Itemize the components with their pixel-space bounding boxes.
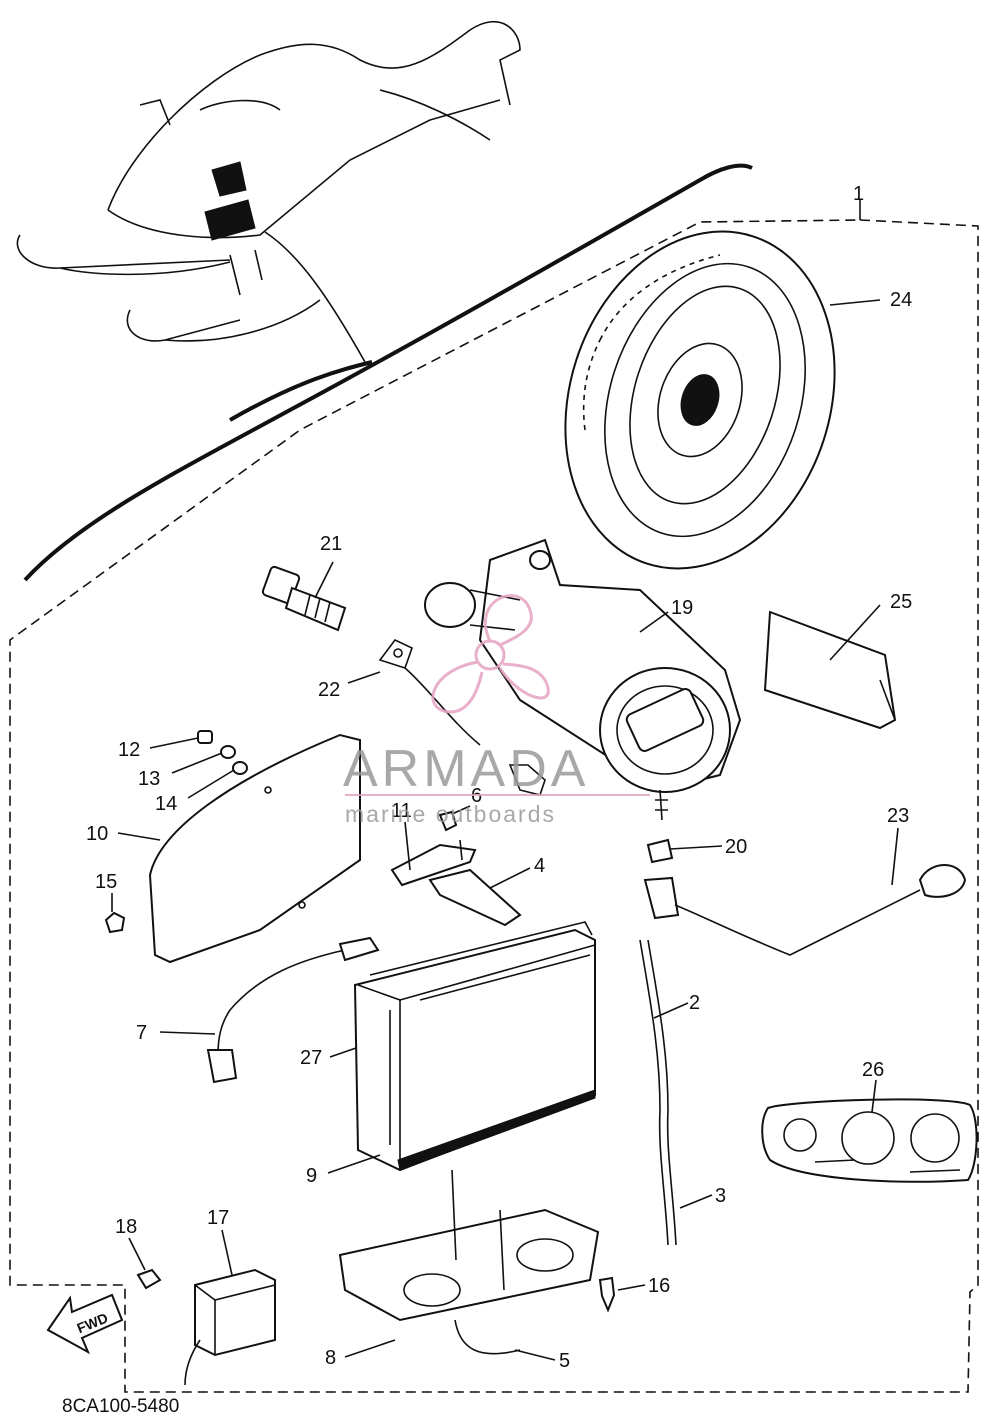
callout-13: 13 [138,768,160,790]
callout-24: 24 [890,289,912,311]
callout-11: 11 [391,800,412,822]
bolt-16 [598,1276,616,1313]
nut-15 [104,911,126,934]
snowmobile-outline [16,20,521,363]
callout-19: 19 [671,597,693,619]
trim-plate-26 [761,1098,978,1183]
callout-25: 25 [890,591,912,613]
callout-26: 26 [862,1059,884,1081]
callout-17: 17 [207,1207,229,1229]
callout-12: 12 [118,739,140,761]
watermark-tagline: marine outboards [345,801,556,827]
callout-3: 3 [715,1185,726,1207]
callout-8: 8 [325,1347,336,1369]
starter-motor [424,538,742,821]
callout-1: 1 [853,183,864,205]
watermark: ARMADA marine outboards [343,594,650,827]
callout-10: 10 [86,823,108,845]
screw-18 [136,1268,162,1290]
callout-7: 7 [136,1022,147,1044]
bolt-21 [261,565,347,632]
lead-22 [378,638,546,796]
assembly-boundary [9,219,979,1393]
callout-22: 22 [318,679,340,701]
drawing-code: 8CA100-5480 [62,1396,179,1415]
relay-17 [184,1268,276,1386]
callout-labels: 1 2 3 4 5 6 7 8 9 10 11 12 13 14 15 16 1… [86,183,912,1372]
cable-7 [206,936,380,1084]
callout-27: 27 [300,1047,322,1069]
callout-14: 14 [155,793,177,815]
propeller-logo-icon [431,594,550,714]
cover-plate-10 [148,733,361,964]
callout-5: 5 [559,1350,570,1372]
callout-21: 21 [320,533,342,555]
watermark-brand: ARMADA [343,740,589,798]
tube [639,939,677,1246]
flywheel [564,230,836,570]
bracket-group [390,810,522,927]
callout-15: 15 [95,871,117,893]
frame-line-upper [229,360,373,422]
callout-18: 18 [115,1216,137,1238]
frame-line [23,163,753,582]
cable-23 [643,838,967,956]
screw-set [197,730,248,775]
callout-16: 16 [648,1275,670,1297]
leader-lines [111,200,899,1361]
callout-23: 23 [887,805,909,827]
pad-25 [763,610,897,730]
battery [353,921,596,1172]
battery-tray [338,1169,600,1355]
callout-4: 4 [534,855,545,877]
callout-20: 20 [725,836,747,858]
callout-9: 9 [306,1165,317,1187]
callout-2: 2 [689,992,700,1014]
